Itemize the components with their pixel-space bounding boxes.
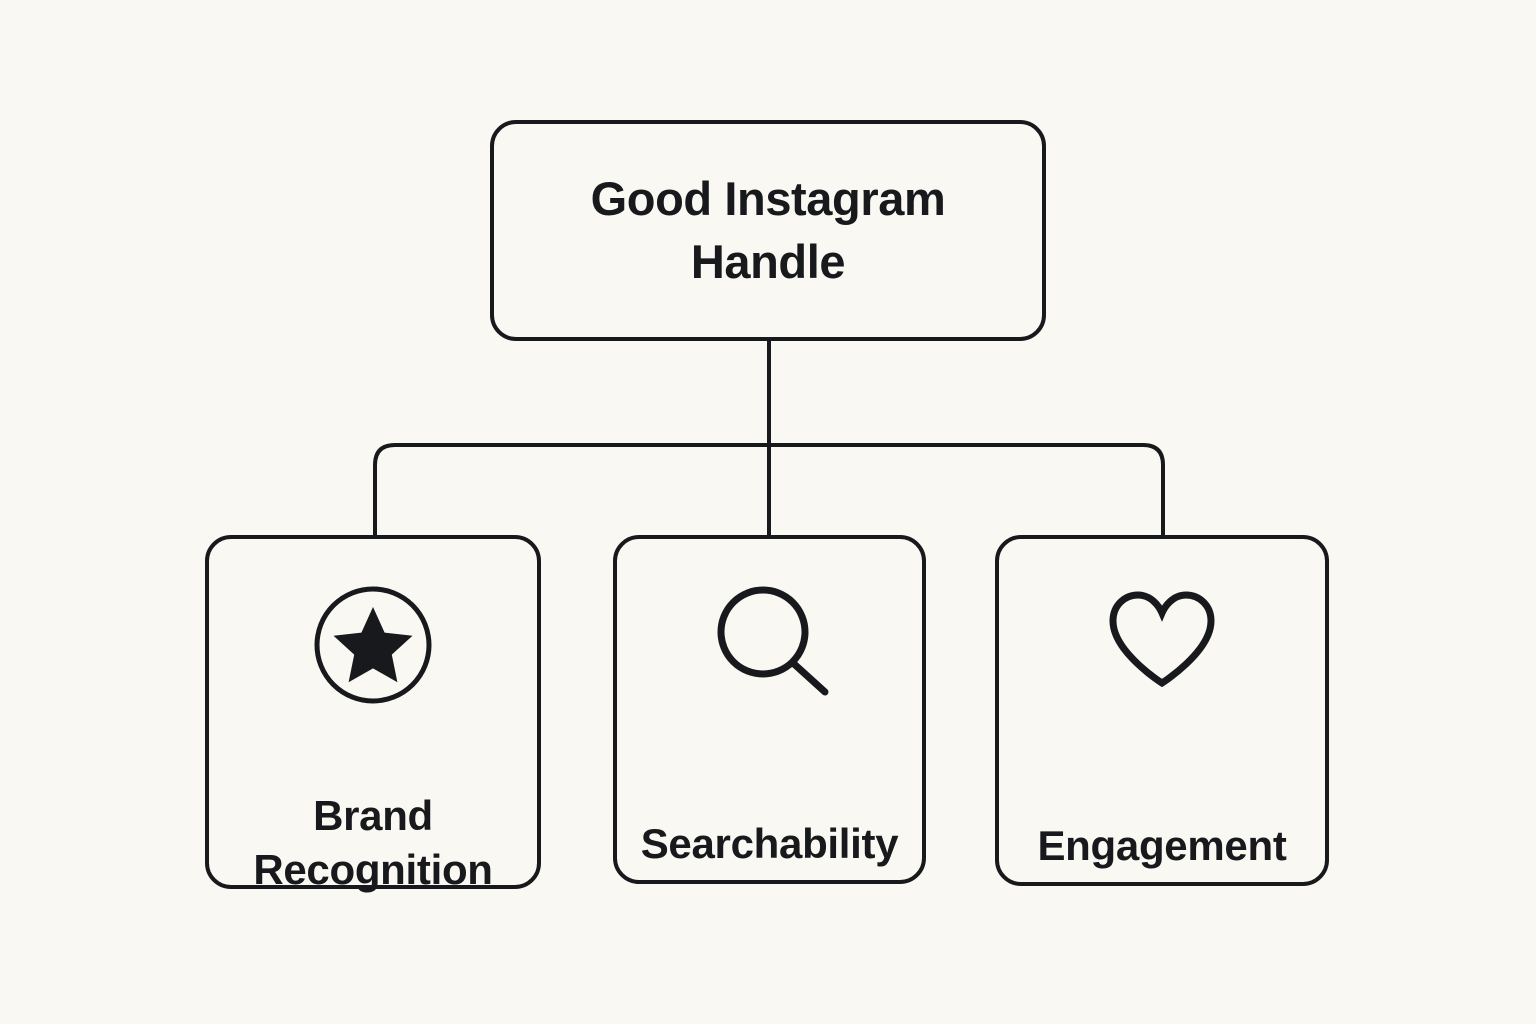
star-in-circle-icon [314,586,432,704]
node-engagement[interactable]: Engagement [995,535,1329,886]
magnifying-glass-icon [717,586,828,696]
node-brand-recognition-label: Brand Recognition [253,792,493,894]
icon-wrap-brand-recognition [310,585,436,705]
node-searchability[interactable]: Searchability [613,535,926,884]
connector-bus-right [769,443,1165,535]
heart-icon [1109,591,1215,688]
node-brand-recognition[interactable]: Brand Recognition [205,535,541,893]
connector-bus-left [373,443,769,535]
icon-wrap-searchability [707,585,833,705]
node-root-label: Good Instagram Handle [590,172,946,288]
node-searchability-label: Searchability [640,820,899,867]
icon-wrap-engagement [1099,585,1225,705]
node-root[interactable]: Good Instagram Handle [490,120,1046,341]
node-engagement-label: Engagement [1037,822,1287,869]
